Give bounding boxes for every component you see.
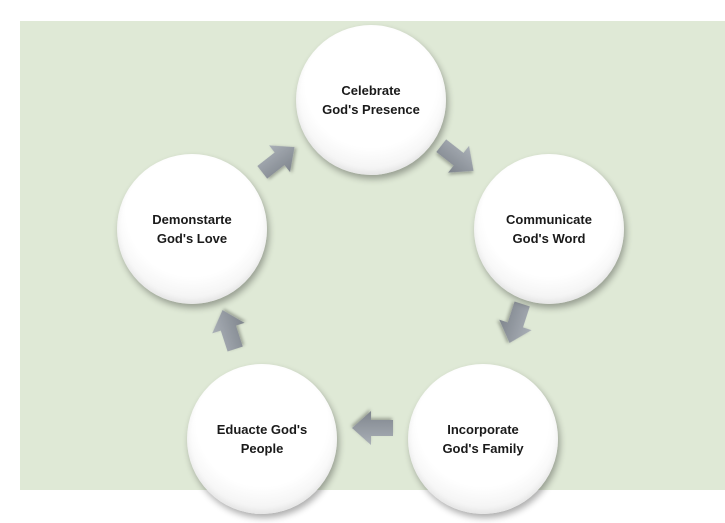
cycle-node-communicate: Communicate God's Word bbox=[474, 154, 624, 304]
cycle-node-celebrate: Celebrate God's Presence bbox=[296, 25, 446, 175]
node-label-line: Demonstarte bbox=[152, 212, 232, 227]
node-label-line: Eduacte God's bbox=[216, 422, 308, 437]
node-label-line: Communicate bbox=[506, 212, 592, 227]
node-label-line: Incorporate bbox=[447, 422, 519, 437]
node-label-line: People bbox=[240, 441, 284, 456]
cycle-node-incorporate: Incorporate God's Family bbox=[408, 364, 558, 514]
cycle-node-educate: Eduacte God's People bbox=[187, 364, 337, 514]
node-label-line: Celebrate bbox=[341, 83, 401, 98]
cycle-node-demonstrate: Demonstarte God's Love bbox=[117, 154, 267, 304]
node-label-line: God's Family bbox=[442, 441, 524, 456]
node-label-line: God's Love bbox=[156, 231, 228, 246]
node-label-line: God's Presence bbox=[322, 102, 420, 117]
node-label-line: God's Word bbox=[512, 231, 586, 246]
